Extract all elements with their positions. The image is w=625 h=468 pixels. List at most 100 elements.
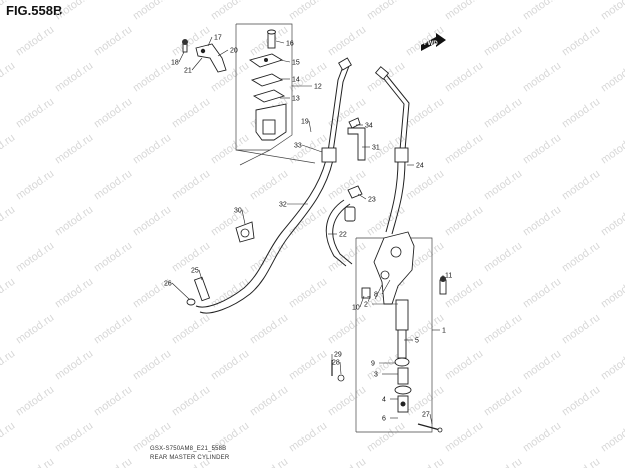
- callout-leader-26: [171, 282, 190, 300]
- watermark: motod.ru: [326, 168, 368, 203]
- watermark: motod.ru: [248, 384, 290, 419]
- watermark: motod.ru: [482, 240, 524, 275]
- callout-leader-20: [217, 49, 229, 57]
- watermark: motod.ru: [287, 204, 329, 239]
- watermark: motod.ru: [521, 348, 563, 383]
- watermark: motod.ru: [92, 240, 134, 275]
- watermark: motod.ru: [560, 96, 602, 131]
- callout-leader-28: [339, 361, 342, 375]
- watermark: motod.ru: [560, 168, 602, 203]
- watermark: motod.ru: [404, 312, 446, 347]
- diagram-caption: REAR MASTER CYLINDER: [150, 455, 230, 461]
- watermark: motod.ru: [14, 384, 56, 419]
- watermark: motod.ru: [443, 132, 485, 167]
- watermark: motod.ru: [482, 96, 524, 131]
- callout-leader-7: [374, 284, 383, 300]
- callout-12: 12: [314, 84, 322, 91]
- watermark: motod.ru: [248, 168, 290, 203]
- connector-10: [361, 287, 371, 299]
- callout-leader-30: [241, 209, 246, 225]
- watermark: motod.ru: [326, 312, 368, 347]
- callout-17: 17: [214, 35, 222, 42]
- pin-27: [417, 423, 443, 433]
- watermark: motod.ru: [209, 276, 251, 311]
- watermark: motod.ru: [326, 456, 368, 468]
- callout-1: 1: [442, 328, 446, 335]
- callout-15: 15: [292, 60, 300, 67]
- watermark: motod.ru: [560, 312, 602, 347]
- brake-hose-22: [325, 199, 353, 267]
- watermark: motod.ru: [0, 276, 17, 311]
- callout-13: 13: [292, 96, 300, 103]
- callout-25: 25: [191, 268, 199, 275]
- callout-31: 31: [372, 145, 380, 152]
- callout-3: 3: [374, 372, 378, 379]
- reservoir-diaphragm: [250, 73, 284, 87]
- watermark: motod.ru: [53, 348, 95, 383]
- callout-leader-27: [429, 413, 433, 425]
- watermark: motod.ru: [92, 456, 134, 468]
- callout-4: 4: [382, 397, 386, 404]
- watermark: motod.ru: [14, 312, 56, 347]
- watermark: motod.ru: [599, 420, 625, 455]
- brake-hose-24: [385, 147, 409, 235]
- watermark: motod.ru: [92, 96, 134, 131]
- watermark: motod.ru: [443, 60, 485, 95]
- watermark: motod.ru: [53, 204, 95, 239]
- callout-leader-33: [301, 144, 323, 153]
- watermark: motod.ru: [131, 204, 173, 239]
- watermark: motod.ru: [365, 420, 407, 455]
- reservoir-diaphragm-plate: [248, 53, 284, 68]
- callout-leader-10: [359, 295, 365, 308]
- watermark: motod.ru: [560, 384, 602, 419]
- callout-18: 18: [171, 60, 179, 67]
- union-bolt-25: [193, 276, 211, 302]
- master-cylinder-body: [373, 231, 415, 305]
- watermark: motod.ru: [521, 420, 563, 455]
- watermark: motod.ru: [443, 276, 485, 311]
- watermark: motod.ru: [482, 24, 524, 59]
- callout-30: 30: [234, 208, 242, 215]
- callout-7: 7: [367, 297, 371, 304]
- reservoir-bracket: [195, 43, 227, 73]
- watermark: motod.ru: [521, 204, 563, 239]
- pipe-clamp-34: [348, 117, 361, 129]
- callout-16: 16: [286, 41, 294, 48]
- callout-leader-23: [357, 193, 367, 200]
- push-rod-assembly: [394, 299, 412, 413]
- clamp-23: [347, 185, 363, 199]
- watermark: motod.ru: [170, 96, 212, 131]
- reservoir-cap-seal: [252, 89, 286, 103]
- watermark: motod.ru: [482, 384, 524, 419]
- watermark: motod.ru: [599, 204, 625, 239]
- watermark: motod.ru: [365, 0, 407, 22]
- callout-32: 32: [279, 202, 287, 209]
- callout-10: 10: [352, 305, 360, 312]
- callout-28: 28: [332, 360, 340, 367]
- watermark: motod.ru: [209, 0, 251, 22]
- watermark: motod.ru: [53, 276, 95, 311]
- watermark: motod.ru: [521, 276, 563, 311]
- watermark: motod.ru: [14, 96, 56, 131]
- callout-34: 34: [365, 123, 373, 130]
- callout-27: 27: [422, 412, 430, 419]
- watermark: motod.ru: [0, 348, 17, 383]
- watermark: motod.ru: [53, 420, 95, 455]
- watermark: motod.ru: [287, 420, 329, 455]
- callout-2: 2: [364, 302, 368, 309]
- fwd-arrow-icon: FWD: [421, 33, 446, 51]
- washer-28: [337, 374, 345, 382]
- diagram-code: GSX-S750AM8_E21_558B: [150, 446, 227, 452]
- watermark: motod.ru: [0, 420, 17, 455]
- callout-leader-8: [381, 279, 391, 295]
- callout-leader-16: [275, 40, 285, 44]
- watermark: motod.ru: [209, 348, 251, 383]
- watermark: motod.ru: [521, 60, 563, 95]
- callout-leader-19: [308, 120, 312, 133]
- watermark: motod.ru: [599, 276, 625, 311]
- callout-22: 22: [339, 232, 347, 239]
- watermark: motod.ru: [209, 132, 251, 167]
- watermark: motod.ru: [0, 0, 17, 22]
